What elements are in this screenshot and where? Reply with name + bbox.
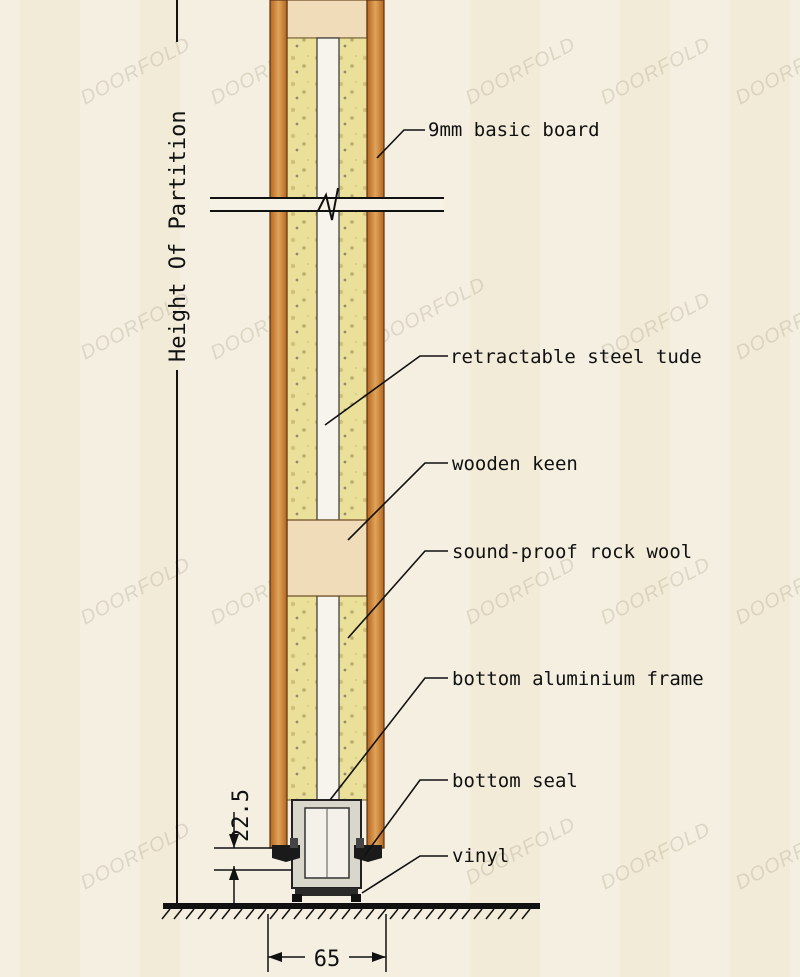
board-left — [269, 0, 288, 849]
floor-hatch — [305, 908, 315, 920]
floor-hatch — [281, 908, 291, 920]
label-keen: wooden keen — [452, 453, 578, 475]
leader-steel — [324, 355, 448, 426]
floor-hatch — [401, 908, 411, 920]
bottom-seal-pad — [356, 838, 364, 848]
width-dimension-value: 65 — [314, 947, 341, 972]
floor-hatch — [257, 908, 267, 920]
floor-hatch — [245, 908, 255, 920]
floor-hatch — [185, 908, 195, 920]
top-wood-block — [286, 0, 368, 39]
leader-seal — [364, 779, 448, 856]
floor-hatch — [197, 908, 207, 920]
gap-dimension: 22.5 — [214, 789, 292, 904]
floor-hatch — [449, 908, 459, 920]
wooden-keen — [286, 519, 368, 597]
label-board: 9mm basic board — [428, 119, 600, 141]
floor-hatch — [353, 908, 363, 920]
floor-hatch — [209, 908, 219, 920]
leader-lines — [324, 129, 448, 894]
floor-hatch — [341, 908, 351, 920]
floor-hatch — [161, 908, 171, 920]
floor-hatch — [497, 908, 507, 920]
floor-hatch — [377, 908, 387, 920]
floor-hatch — [425, 908, 435, 920]
floor-hatch — [437, 908, 447, 920]
floor-hatch — [473, 908, 483, 920]
floor-hatch — [173, 908, 183, 920]
width-dimension: 65 — [267, 914, 387, 972]
leader-vinyl — [361, 855, 448, 894]
leader-board — [376, 129, 425, 159]
floor-hatch — [389, 908, 399, 920]
gap-dimension-value: 22.5 — [229, 789, 254, 842]
leader-wool — [347, 550, 448, 639]
rock-wool-right — [338, 37, 368, 521]
floor-hatch — [317, 908, 327, 920]
break-band — [210, 198, 444, 211]
label-seal: bottom seal — [452, 770, 578, 792]
label-frame: bottom aluminium frame — [452, 668, 704, 690]
floor-hatch — [365, 908, 375, 920]
vinyl-strip — [295, 888, 358, 896]
steel-tube — [316, 595, 340, 801]
label-steel: retractable steel tude — [450, 346, 702, 368]
vinyl-foot — [351, 894, 361, 902]
floor-hatch — [221, 908, 231, 920]
floor-hatch — [461, 908, 471, 920]
floor-hatch — [329, 908, 339, 920]
bottom-seal-right — [354, 845, 382, 862]
height-dimension: Height Of Partition — [166, 0, 191, 906]
floor-hatch — [293, 908, 303, 920]
leader-keen — [347, 462, 448, 541]
vinyl-foot — [292, 894, 302, 902]
bottom-seal-pad — [290, 838, 298, 848]
label-vinyl: vinyl — [452, 845, 509, 867]
labels: 9mm basic board retractable steel tude w… — [428, 119, 704, 867]
bottom-seal-left — [272, 845, 300, 862]
height-label: Height Of Partition — [166, 110, 191, 362]
steel-tube — [316, 37, 340, 521]
floor-hatch — [233, 908, 243, 920]
floor-hatch — [521, 908, 531, 920]
label-wool: sound-proof rock wool — [452, 541, 692, 563]
floor-hatch — [485, 908, 495, 920]
bottom-assembly — [272, 799, 382, 902]
rock-wool-left — [286, 37, 318, 521]
floor-hatch — [413, 908, 423, 920]
floor-hatch — [509, 908, 519, 920]
break-symbol — [317, 187, 339, 221]
board-right — [366, 0, 385, 849]
leader-frame — [329, 677, 448, 801]
floor — [161, 903, 540, 920]
partition-section — [210, 0, 444, 849]
floor-hatch — [269, 908, 279, 920]
rock-wool-left — [286, 595, 318, 801]
